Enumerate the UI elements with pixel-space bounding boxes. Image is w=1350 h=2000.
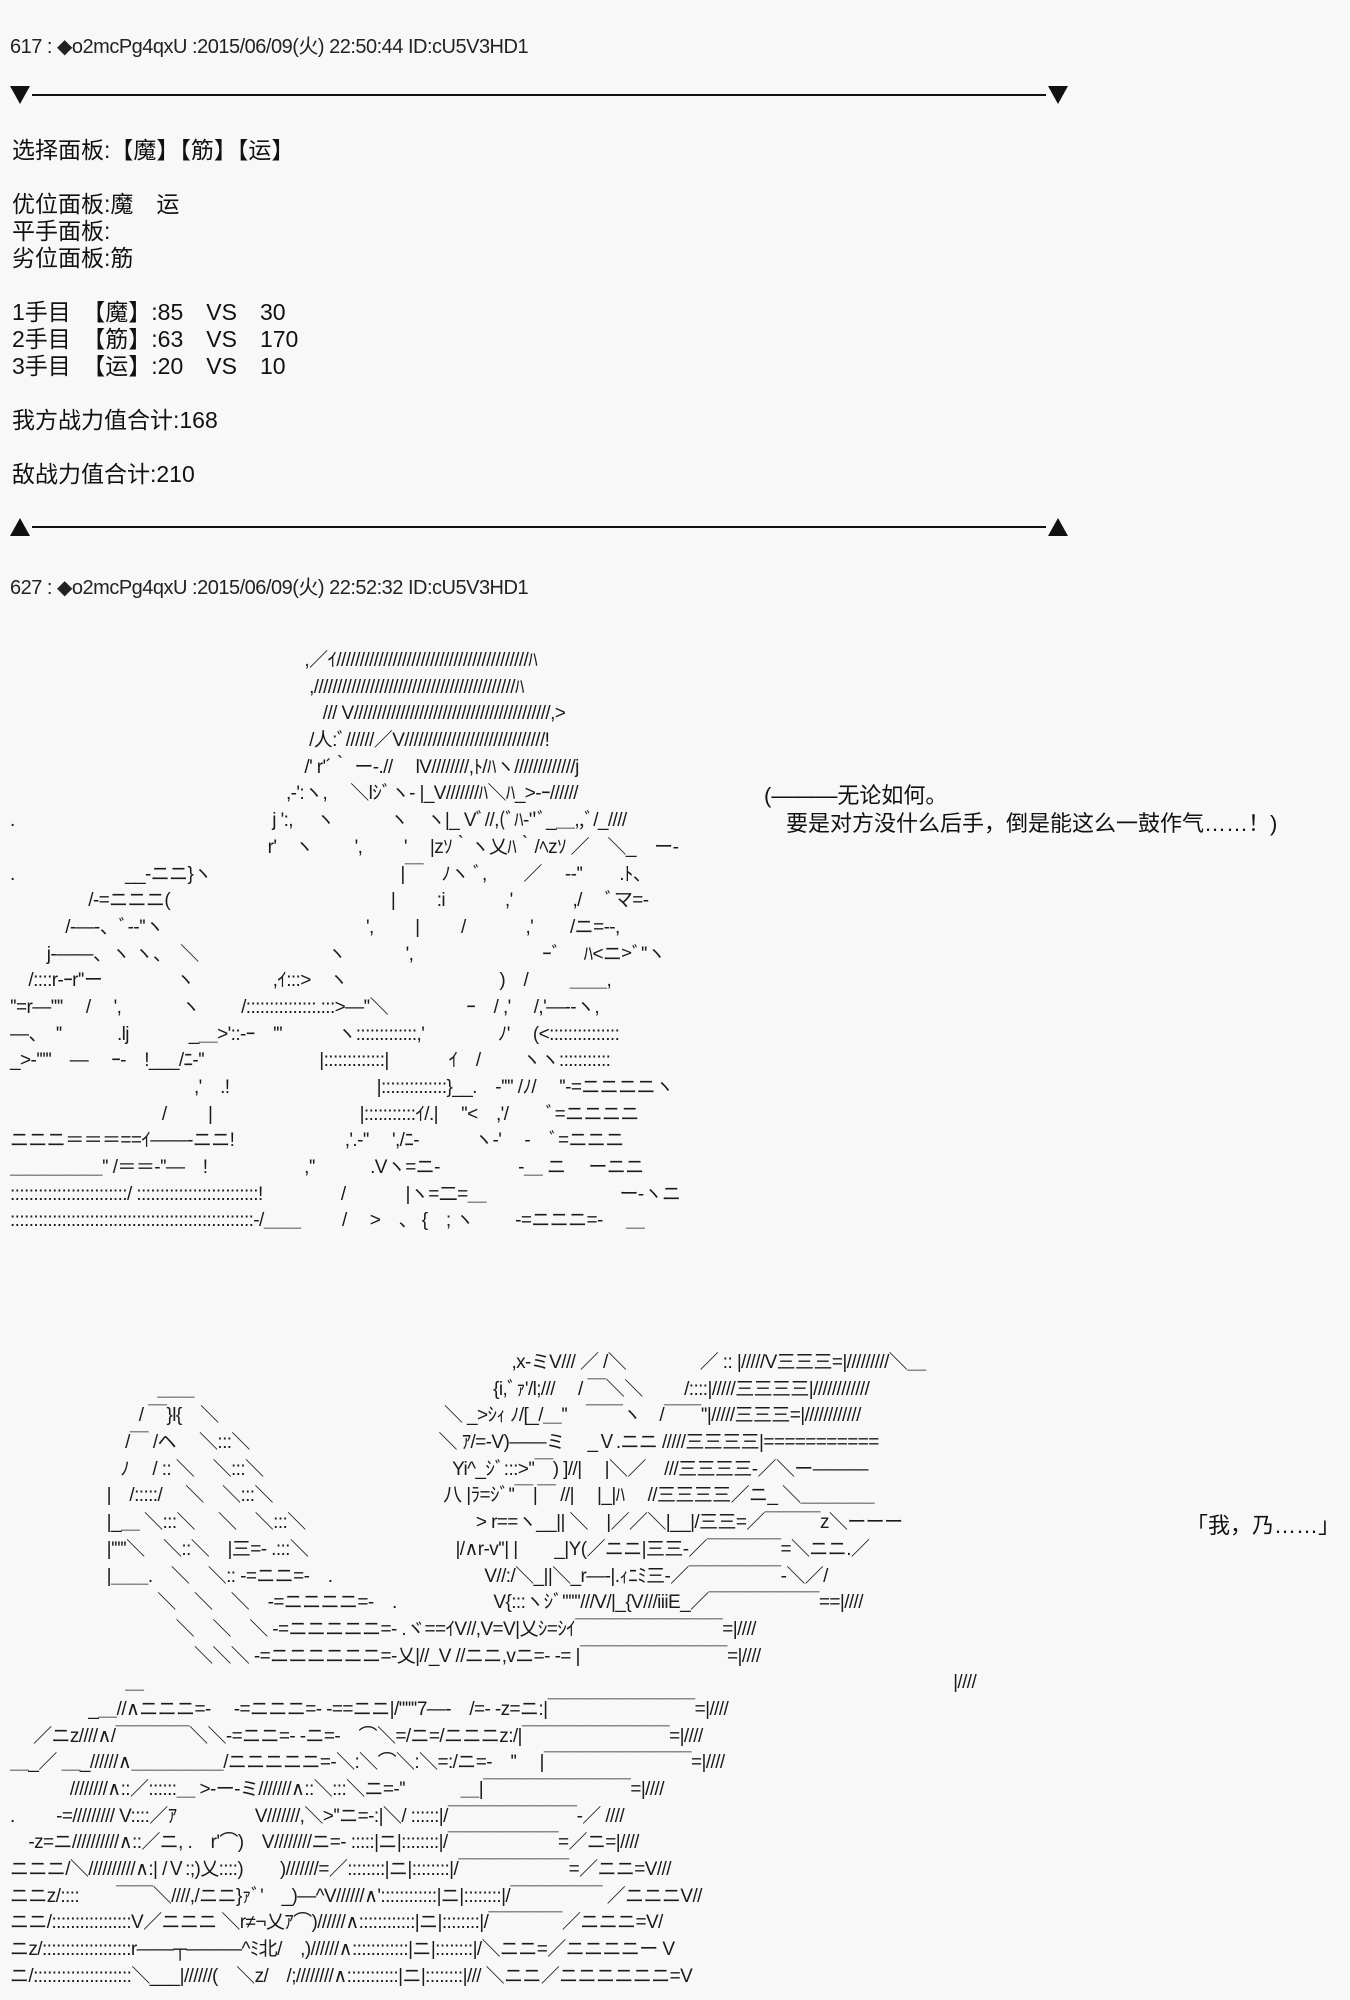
ascii-art-line: :::::::::::::::::::::::::/ :::::::::::::… (10, 1183, 681, 1205)
ascii-art-line: |_＿ ＼:::＼ ＼ ＼:::＼ > r==ヽ__|| ＼ |／／＼|__|/… (10, 1512, 903, 1534)
post-header-627: 627 : ◆o2mcPg4qxU :2015/06/09(火) 22:52:3… (10, 577, 529, 599)
ascii-art-line: ＿ |//// (10, 1672, 977, 1694)
ascii-art-line: ニニ/:::::::::::::::::V／ニニニ ＼r≠¬乂ｱ⌒)//////… (10, 1912, 663, 1934)
round-1: 1手目 【魔】:85 VS 30 (12, 299, 286, 325)
superior-panel: 优位面板:魔 运 (12, 191, 180, 217)
triangle-down-icon (1048, 86, 1068, 104)
ascii-art-line: -z=ニ//////////∧::／ニ, . r'⌒) V////////ニ=-… (10, 1832, 639, 1854)
ascii-art-line: ―、 '' .lj _＿>'::-ｰ ''' ヽ:::::::::::::,' … (10, 1023, 620, 1045)
post-header-617: 617 : ◆o2mcPg4qxU :2015/06/09(火) 22:50:4… (10, 36, 529, 58)
ascii-art-line: |＿＿. ＼ ＼:: -=ニニ=- . V//:/＼_||＼_r―-|.ｨﾆﾐ三… (10, 1565, 829, 1587)
ascii-art-line: ＼ ＼ ＼ -=ニニニニニ=- .ヾ==ｲV//,V=V|乂ｼ=ｼｲ￣￣￣￣￣￣… (10, 1618, 757, 1640)
ascii-art-upper: ,／ｲ/////////////////////////////////////… (10, 648, 681, 1235)
ascii-art-line: / ￣}l{ ＼ ＼ _>ｼｨ ﾉ/[_/＿'' ￣￣ヽ /￣￣''|/////… (10, 1405, 862, 1427)
ascii-art-line: ::::::::::::::::::::::::::::::::::::::::… (10, 1210, 645, 1232)
ascii-art-line: /-―-、ﾞ‐-''ヽ ', | / ,' /ニ=-‐, (10, 916, 620, 938)
ascii-art-line: ''=r―'''' / ', ヽ /:::::::::::::::.:::>―'… (10, 996, 600, 1018)
ascii-art-line: ＿＿＿＿＿'' /＝＝-''― ! ,'' .Vヽ=ニ- -＿ ニ ーニニ (10, 1157, 644, 1179)
ascii-art-line: ﾉ / :: ＼ ＼:::＼ Yi^_ｼﾞ:::>''￣) ]//| |＼／ /… (10, 1458, 868, 1480)
ascii-art-line: /￣ /ヘ ＼:::＼ ＼ ｱ/=-V)――ミ _Ｖ.ニニ /////三三三三|… (10, 1432, 879, 1454)
divider-top (10, 84, 1068, 106)
selection-panel: 选择面板:【魔】【筋】【运】 (12, 137, 295, 163)
ascii-art-line: ,／ｲ/////////////////////////////////////… (10, 650, 538, 671)
triangle-up-icon (10, 518, 30, 536)
enemy-total: 敌战力值合计:210 (12, 461, 195, 487)
ascii-art-line: ニニニ/＼//////////∧:| /Ｖ:;)乂::::) )///////=… (10, 1859, 672, 1881)
round-3: 3手目 【运】:20 VS 10 (12, 353, 286, 379)
speech-line-2: 要是对方没什么后手，倒是能这么一鼓作气……！) (764, 811, 1278, 836)
ascii-art-line: _＿//∧ニニニ=- -=ニニニ=- -==ニニ|/''''''7―- /=- … (10, 1698, 729, 1720)
equal-panel: 平手面板: (12, 218, 111, 244)
ascii-art-line: ニニz/:::: ￣￣＼////,/ニニ}ｧﾞ' _)―^V//////∧'::… (10, 1885, 702, 1907)
ascii-art-line: ////////∧::／::::::＿ >-ー-ミ///////∧::＼:::＼… (10, 1779, 665, 1800)
our-total: 我方战力值合计:168 (12, 407, 218, 433)
ascii-art-line: /// V///////////////////////////////////… (10, 703, 566, 725)
triangle-down-icon (10, 86, 30, 104)
round-2: 2手目 【筋】:63 VS 170 (12, 326, 299, 352)
ascii-art-line: ニz/:::::::::::::::::::r――┬―――^ﾐ北/ ,)////… (10, 1939, 675, 1961)
speech-line-3: 「我，乃……」 (1186, 1513, 1341, 1538)
divider-line (32, 526, 1046, 528)
ascii-art-line: ＼ ＼ ＼ -=ニニニニ=- . V{:::ヽｼﾞ''''''///V/|_{V… (10, 1592, 863, 1614)
ascii-art-line: ,-':ヽ, ＼lｼﾞヽ- |_V///////ﾊ＼ﾊ_>-ｰ////// (10, 783, 579, 805)
ascii-art-line: ＿_／ ＿_//////∧＿＿＿＿＿/ニニニニニ=-＼:＼⌒＼:＼=:/ニ=- … (10, 1752, 725, 1774)
ascii-art-line: /::::r-ｰr''ー ヽ ,ｲ:::> ヽ ) / ＿＿, (10, 970, 612, 992)
ascii-art-line: . __-ニニ}ヽ |￣ ﾉヽ ﾞ, ／ -‐'' .ﾄ、 (10, 863, 652, 885)
ascii-art-line: / | |:::::::::::ｲ/.| ''< ,'/ ﾞ=ニニニニ (10, 1103, 640, 1125)
ascii-art-line: ＼＼＼ -=ニニニニニニ=-乂|//_V //ニニ,vニ=- -= |￣￣￣￣￣… (10, 1645, 761, 1667)
divider-bottom (10, 516, 1068, 538)
ascii-art-line: ニ/:::::::::::::::::::::＼___|//////( ＼z/ … (10, 1965, 693, 1987)
ascii-art-line: r' ヽ ', ' |zｿ｀ヽ乂ﾊ｀/ﾍzｿ ／ ＼_ ー- (10, 836, 679, 858)
ascii-art-line: ,///////////////////////////////////////… (10, 676, 524, 698)
ascii-art-line: | /:::::/ ＼ ＼:::＼ 八 |ﾗ=ｼﾞ''￣|￣ //| |_|ﾊ … (10, 1485, 875, 1507)
ascii-art-line: ,x-ミV/// ／ /＼ ／ :: |/////V三三三=|/////////… (10, 1352, 926, 1373)
ascii-art-line: /人:ﾞ//////／V////////////////////////////… (10, 730, 550, 752)
ascii-art-line: ニニニ＝＝＝==ｲ――-ニニ! ,'.-'' ',/ﾆ- ヽ-' - ﾞ=ニニニ (10, 1130, 624, 1152)
ascii-art-line: . -=///////// V::::／ｱ V///////,＼>''ニ=-:|… (10, 1805, 625, 1827)
ascii-art-line: |'''''＼ ＼::＼ |三=- .:::＼ |/∧r-v''| | _|Y(… (10, 1538, 870, 1560)
ascii-art-line: ＿＿ {i,ﾞｧ'/l;/// / ￣＼＼ /::::|/////三三三三|//… (10, 1378, 870, 1400)
inferior-panel: 劣位面板:筋 (12, 245, 134, 271)
ascii-art-line: _>-''''' ― ｰ- !___/ﾆ-'' |:::::::::::::| … (10, 1050, 611, 1072)
ascii-art-line: . j ':, ヽ ヽ ヽ|_ Vﾞ//,(ﾞﾊ-''ﾞ_＿,,ﾞ/_//// (10, 810, 627, 832)
ascii-art-line: ／ニz////∧/￣￣￣￣＼＼-=ニニ=- -ニ=- ⌒＼=/ニ=/ニニニz:/… (10, 1725, 703, 1747)
speech-line-1: (———无论如何。 (764, 783, 948, 808)
ascii-art-line: j-――、ヽ ヽ、 ＼ ヽ ', ｰﾞ ﾊ<ニ>ﾞ''ヽ (10, 943, 666, 965)
triangle-up-icon (1048, 518, 1068, 536)
divider-line (32, 94, 1046, 96)
ascii-art-line: /' r'´｀ ー-.// lV////////,ﾄ/ﾊヽ///////////… (10, 756, 579, 778)
ascii-art-line: ,' .! |::::::::::::::}__. -'''' /ﾉ/ ''-=… (10, 1077, 674, 1098)
ascii-art-line: /-=ニニニ( | :i ,' ,/ ﾞマ=- (10, 890, 649, 912)
ascii-art-lower: ,x-ミV/// ／ /＼ ／ :: |/////V三三三=|/////////… (10, 1350, 977, 1991)
